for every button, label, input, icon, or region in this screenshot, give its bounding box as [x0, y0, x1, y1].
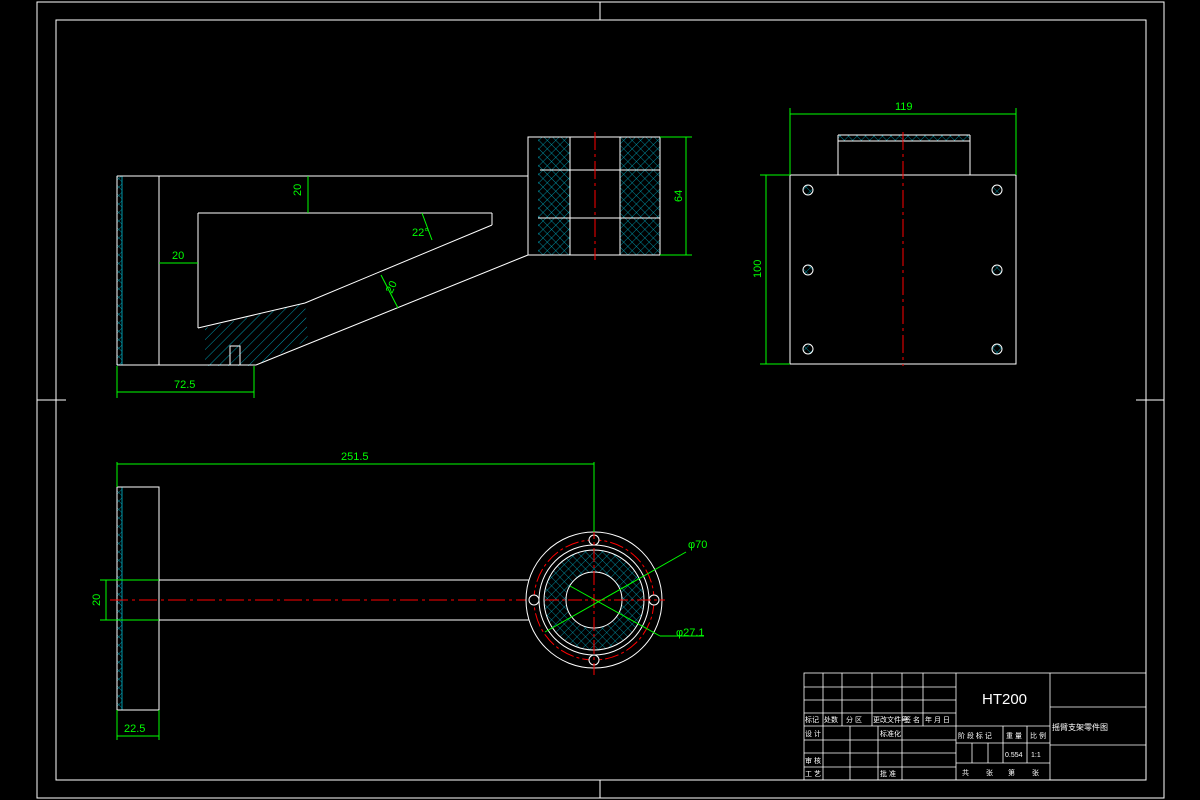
dim-angle: 22°	[412, 227, 429, 239]
tb-label-weight: 重 量	[1006, 732, 1022, 740]
dim-inner-offset: 20	[172, 250, 184, 262]
front-view-dimensions	[116, 136, 692, 398]
tb-label-change-doc: 更改文件号	[873, 715, 908, 724]
flange	[525, 525, 665, 675]
tb-label-scale: 比 例	[1030, 731, 1046, 740]
dim-bore: φ27.1	[676, 627, 705, 639]
part-name: 摇臂支架零件图	[1052, 722, 1108, 732]
material-label: HT200	[982, 691, 1027, 708]
tb-label-review: 审 核	[805, 756, 821, 765]
dim-arm-width: 20	[91, 594, 103, 606]
dim-flange-height: 64	[673, 190, 685, 202]
dim-top-length: 251.5	[341, 451, 369, 463]
tb-label-process: 工 艺	[805, 770, 821, 778]
mass-value: 0.554	[1005, 752, 1023, 759]
tb-label-zone: 分 区	[846, 715, 862, 724]
tb-label-stage: 阶 段 标 记	[958, 731, 992, 740]
dim-plate-thickness: 22.5	[124, 723, 145, 735]
dim-flange-outer: φ70	[688, 539, 707, 551]
tb-label-mark: 标记	[805, 715, 819, 724]
dim-side-height: 100	[752, 260, 764, 278]
side-view: 119 100	[752, 101, 1017, 366]
tb-label-total: 共	[962, 768, 969, 777]
tb-label-standard: 标准化	[880, 729, 901, 738]
tb-label-design: 设 计	[805, 729, 821, 738]
front-view-dim-labels: 20 20 22° 20 72.5 64	[172, 184, 685, 391]
drawing-frame	[36, 1, 1165, 799]
top-view: 251.5 20 22.5 φ70 φ27.1	[91, 451, 707, 740]
front-view	[116, 132, 661, 366]
tb-label-sheet-no: 第	[1008, 768, 1015, 777]
mounting-holes	[802, 184, 1003, 355]
dim-base-width: 72.5	[174, 379, 195, 391]
tb-label-count: 处数	[824, 715, 838, 724]
tb-label-sheets: 张	[986, 768, 993, 777]
tb-label-approve: 批 准	[880, 769, 896, 778]
dim-side-width: 119	[895, 101, 913, 113]
tb-label-sheet: 张	[1032, 768, 1039, 777]
title-block: HT200 摇臂支架零件图 0.554 1:1 标记 处数 分 区 更改文件号 …	[803, 672, 1147, 781]
dim-top-thickness: 20	[292, 184, 304, 196]
tb-label-signature: 签 名	[904, 715, 920, 724]
dim-rib: 20	[384, 279, 400, 295]
scale-value: 1:1	[1031, 752, 1041, 759]
tb-label-date: 年 月 日	[925, 715, 950, 724]
